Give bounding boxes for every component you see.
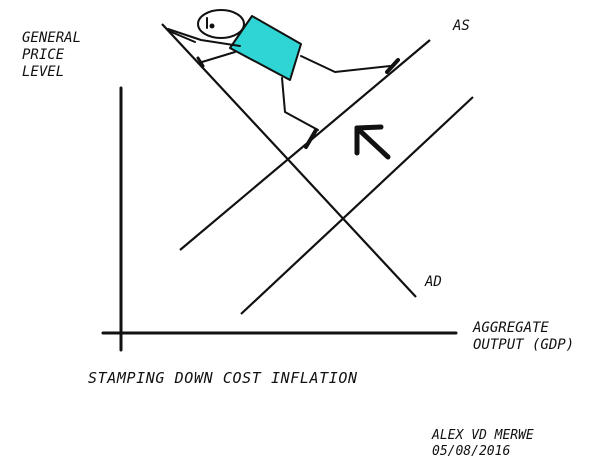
stick-figure-icon [167, 9, 400, 149]
y-axis-label-line-3: LEVEL [22, 64, 65, 80]
figure-shirt [229, 15, 302, 81]
date-stamp: 05/08/2016 [432, 444, 511, 459]
as-curve-shifted [240, 96, 474, 315]
y-axis-label-line-1: GENERAL [22, 30, 82, 46]
diagram-caption: STAMPING DOWN COST INFLATION [88, 369, 358, 387]
x-axis-label-line-2: OUTPUT (GDP) [473, 337, 575, 353]
x-axis-label: AGGREGATE OUTPUT (GDP) [473, 320, 574, 354]
ad-curve [161, 23, 417, 298]
y-axis-label: GENERAL PRICE LEVEL [22, 30, 81, 81]
ad-label: AD [425, 274, 442, 290]
as-label: AS [453, 18, 470, 34]
author-name: ALEX VD MERWE [432, 428, 534, 443]
x-axis-label-line-1: AGGREGATE [473, 320, 549, 336]
arrow-icon [354, 124, 391, 160]
y-axis-label-line-2: PRICE [22, 47, 65, 63]
